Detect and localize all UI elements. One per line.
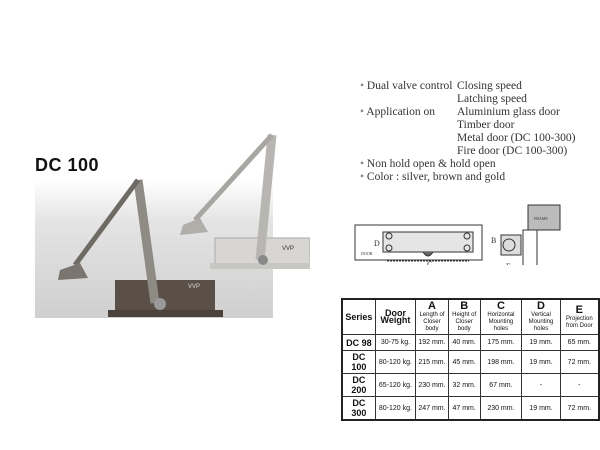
table-cell: 32 mm. bbox=[447, 373, 481, 397]
table-cell: 40 mm. bbox=[447, 334, 481, 351]
table-cell: 47 mm. bbox=[447, 396, 481, 421]
feature-label: Non hold open & hold open bbox=[360, 158, 496, 171]
feature-value: Latching speed bbox=[457, 93, 527, 105]
feature-value: Metal door (DC 100-300) bbox=[457, 132, 576, 144]
feature-label: Dual valve control bbox=[360, 80, 457, 93]
table-cell: 80-120 kg. bbox=[374, 350, 417, 374]
product-photo: VVP VVP bbox=[35, 133, 310, 318]
column-description: Horizontal Mounting holes bbox=[487, 312, 515, 332]
column-description: Vertical Mounting holes bbox=[528, 312, 554, 332]
label-door: DOOR bbox=[361, 251, 373, 256]
table-cell: 19 mm. bbox=[521, 350, 561, 374]
feature-label: Color : silver, brown and gold bbox=[360, 171, 505, 184]
table-cell: 65-120 kg. bbox=[374, 373, 417, 397]
dimension-diagram: C A D B DOOR FRAME E bbox=[354, 204, 561, 265]
table-cell: 192 mm. bbox=[415, 334, 449, 351]
table-cell: 19 mm. bbox=[521, 334, 561, 351]
table-cell: - bbox=[559, 373, 600, 397]
column-description: Length of Closer body bbox=[419, 312, 445, 332]
table-cell: 230 mm. bbox=[415, 373, 449, 397]
column-header: Series bbox=[341, 298, 376, 335]
column-letter: B bbox=[460, 300, 469, 312]
column-letter: D bbox=[537, 300, 545, 312]
column-letter: C bbox=[496, 300, 505, 312]
table-cell: 45 mm. bbox=[447, 350, 481, 374]
table-cell: 175 mm. bbox=[479, 334, 523, 351]
feature-label: Application on bbox=[360, 106, 457, 119]
column-letter: E bbox=[575, 303, 584, 316]
table-cell: 230 mm. bbox=[479, 396, 523, 421]
feature-value: Closing speed bbox=[457, 80, 522, 92]
table-cell: DC 98 bbox=[341, 334, 376, 351]
label-b: B bbox=[491, 236, 496, 245]
brand-logo: VVP bbox=[188, 284, 200, 290]
table-cell: 30-75 kg. bbox=[374, 334, 417, 351]
label-c: C bbox=[427, 260, 432, 265]
label-frame: FRAME bbox=[534, 216, 548, 221]
table-cell: 215 mm. bbox=[415, 350, 449, 374]
table-cell: 198 mm. bbox=[479, 350, 523, 374]
feature-value: Timber door bbox=[457, 119, 515, 131]
table-cell: 19 mm. bbox=[521, 396, 561, 421]
brown-closer-body bbox=[115, 280, 215, 315]
label-d: D bbox=[374, 239, 380, 248]
feature-value: Aluminium glass door bbox=[457, 106, 560, 118]
column-description: Height of Closer body bbox=[452, 312, 477, 332]
feature-value: Fire door (DC 100-300) bbox=[457, 145, 568, 157]
table-cell: DC 300 bbox=[341, 396, 376, 421]
table-cell: 72 mm. bbox=[559, 396, 600, 421]
brand-logo-text: VVP bbox=[282, 246, 294, 252]
table-cell: DC 200 bbox=[341, 373, 376, 397]
table-cell: 247 mm. bbox=[415, 396, 449, 421]
product-title: DC 100 bbox=[35, 155, 100, 175]
table-cell: 72 mm. bbox=[559, 350, 600, 374]
label-e: E bbox=[506, 262, 511, 265]
table-cell: DC 100 bbox=[341, 350, 376, 374]
table-cell: 65 mm. bbox=[559, 334, 600, 351]
table-cell: 67 mm. bbox=[479, 373, 523, 397]
column-header: Door Weight bbox=[374, 298, 417, 335]
table-cell: - bbox=[521, 373, 561, 397]
column-description: Projection from Door bbox=[566, 315, 593, 329]
column-letter: A bbox=[427, 300, 436, 312]
table-cell: 80-120 kg. bbox=[374, 396, 417, 421]
